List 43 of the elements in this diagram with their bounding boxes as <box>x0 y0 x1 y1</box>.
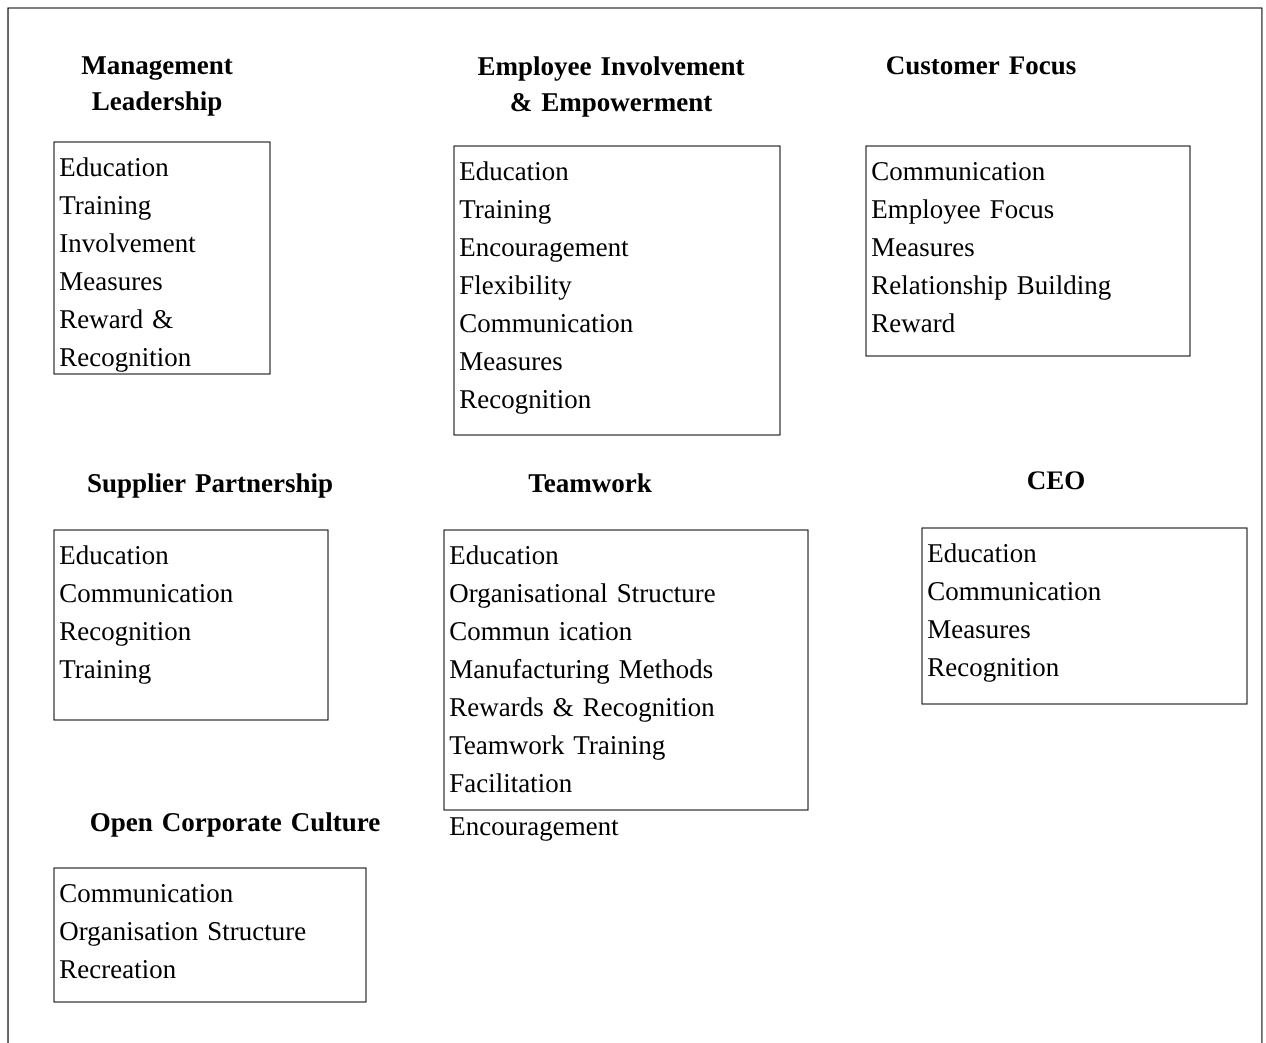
list-item: Measures <box>872 238 974 257</box>
list-item: Manufacturing Methods <box>450 659 713 684</box>
list-item: Employee Focus <box>872 199 1054 224</box>
list-item: Measures <box>60 272 162 291</box>
list-item: Education <box>60 157 169 177</box>
list-item: Communication <box>872 162 1045 181</box>
list-item: Training <box>459 200 551 224</box>
list-item: Relationship Building <box>872 275 1111 300</box>
list-item: Communication <box>928 582 1101 601</box>
list-item: Rewards & Recognition <box>450 697 715 722</box>
list-item: Communication <box>60 584 233 603</box>
heading: Customer Focus <box>887 56 1076 75</box>
list-item: Education <box>928 543 1037 563</box>
list-item: Flexibility <box>460 275 572 300</box>
heading: Open Corporate Culture <box>91 812 380 837</box>
list-item: Communication <box>460 314 633 333</box>
list-item: Training <box>59 196 151 220</box>
list-item: Commun ication <box>450 622 632 641</box>
list-item: Organisation Structure <box>60 922 306 946</box>
list-item: Recognition <box>60 622 191 646</box>
heading: Management Leadership <box>81 56 233 116</box>
heading: Teamwork <box>528 473 652 493</box>
list-item: Facilitation <box>450 773 572 793</box>
list-item: Education <box>60 545 169 565</box>
list-item: Teamwork Training <box>449 735 665 760</box>
heading: CEO <box>1028 471 1084 490</box>
heading: Supplier Partnership <box>88 473 332 498</box>
list-item: Recreation <box>60 960 176 979</box>
list-item: Involvement <box>60 233 196 253</box>
list-item: Education <box>450 545 559 565</box>
list-item: Education <box>460 161 569 181</box>
list-item: Encouragement <box>450 817 619 841</box>
list-item: Reward <box>872 313 955 333</box>
heading: Employee Involvement & Empowerment <box>477 56 745 117</box>
list-item: Organisational Structure <box>450 583 715 608</box>
list-item: Recognition <box>460 390 591 414</box>
list-item: Measures <box>928 620 1030 639</box>
list-item: Reward & Recognition <box>60 309 191 372</box>
list-item: Communication <box>60 884 233 903</box>
list-item: Training <box>59 660 151 684</box>
list-item: Measures <box>460 352 562 371</box>
list-item: Recognition <box>928 658 1059 682</box>
list-item: Encouragement <box>460 238 629 262</box>
